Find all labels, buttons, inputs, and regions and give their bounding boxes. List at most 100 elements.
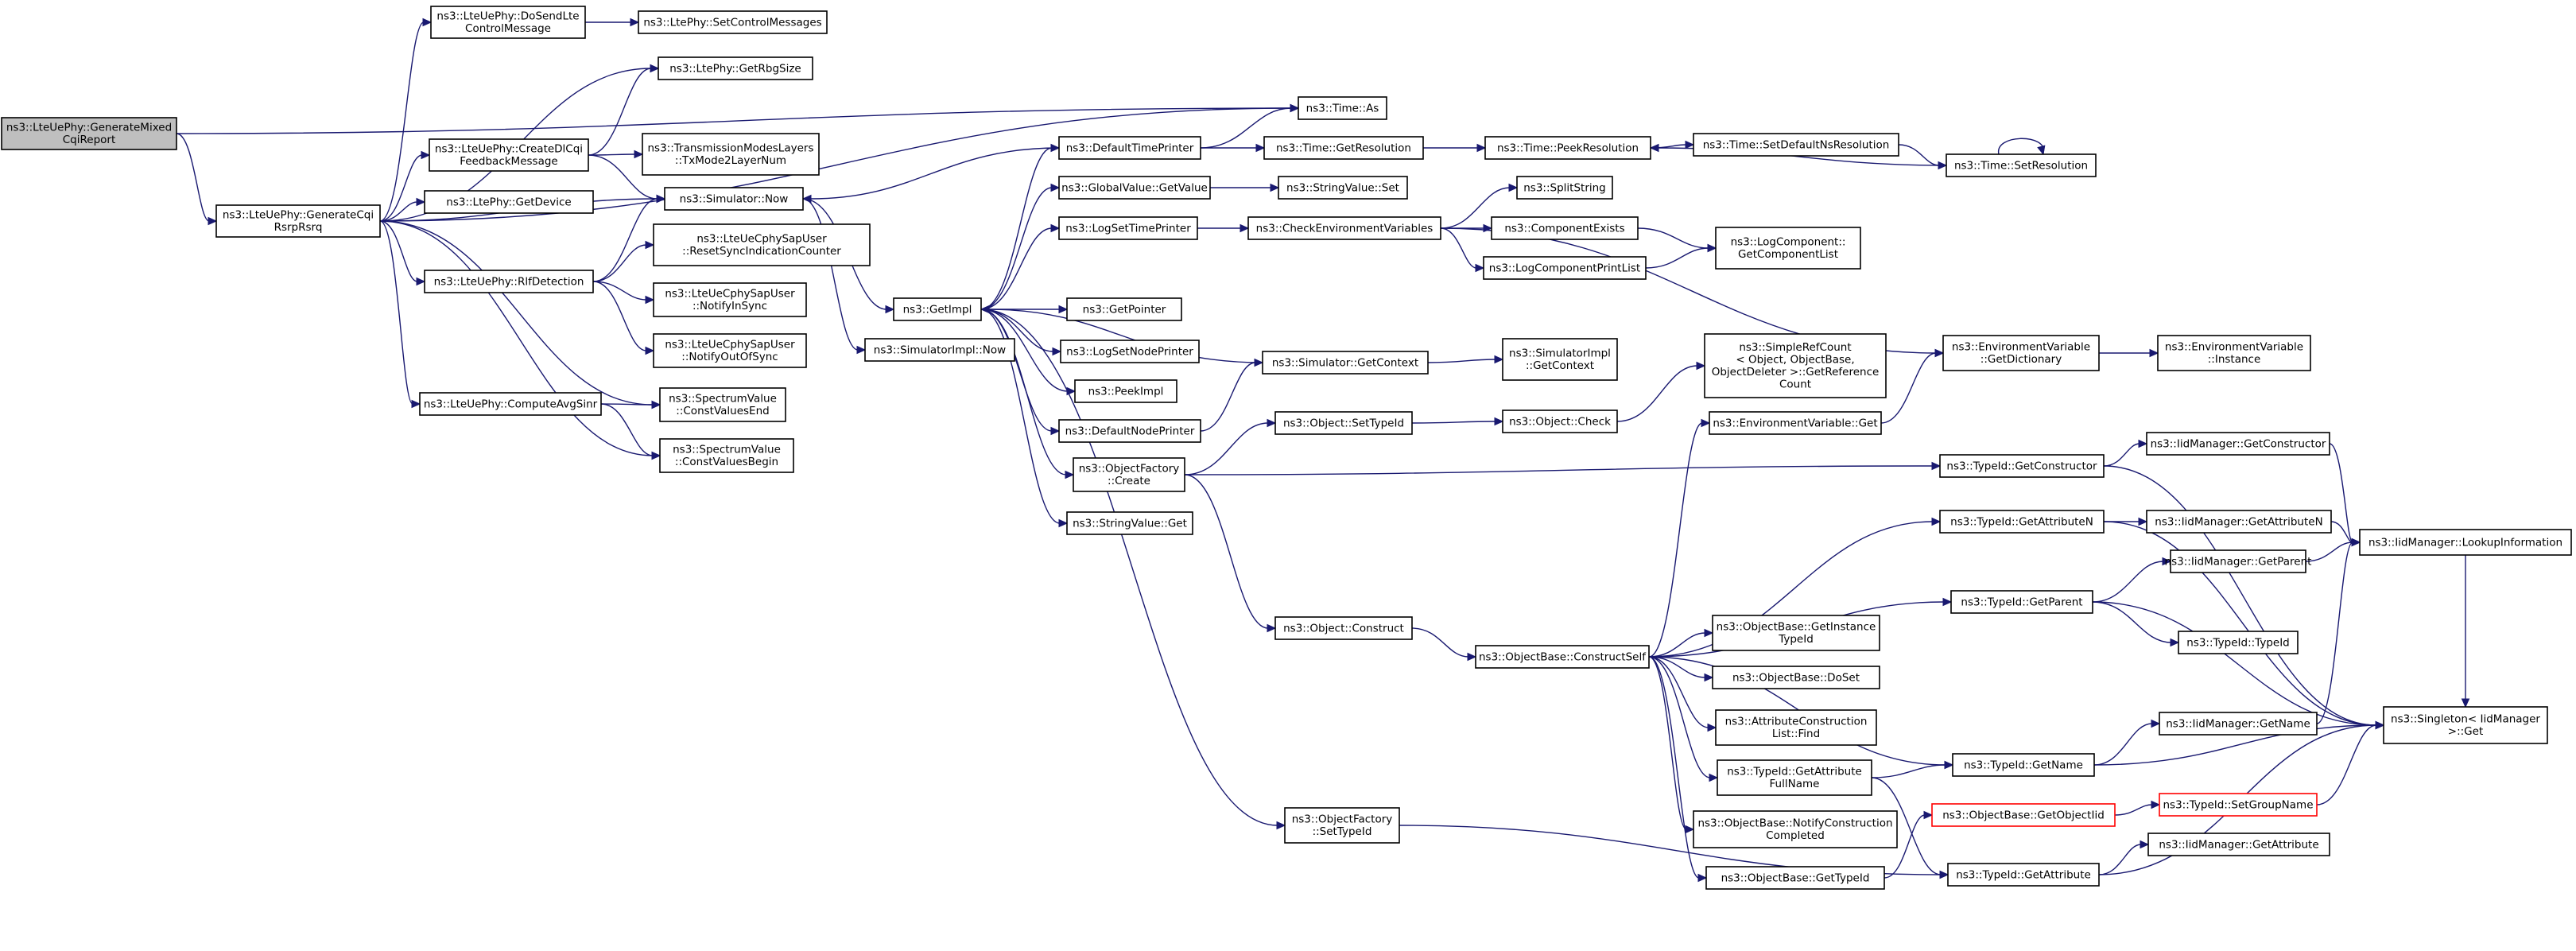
node-label-line: RsrpRsrq — [274, 221, 323, 234]
node-box — [1947, 863, 2100, 887]
call-graph-node-splitstr[interactable]: ns3::SplitString — [1516, 176, 1613, 200]
call-graph-node-objsettid[interactable]: ns3::Object::SetTypeId — [1274, 411, 1413, 435]
node-box — [659, 438, 794, 473]
node-box — [1074, 379, 1177, 403]
call-graph-node-ofcreate[interactable]: ns3::ObjectFactory::Create — [1073, 457, 1185, 492]
call-graph-node-logsetnode[interactable]: ns3::LogSetNodePrinter — [1060, 340, 1200, 363]
call-graph-node-envinst[interactable]: ns3::EnvironmentVariable::Instance — [2157, 335, 2311, 371]
call-graph-node-peekres[interactable]: ns3::Time::PeekResolution — [1484, 136, 1651, 160]
call-graph-node-simimplnow[interactable]: ns3::SimulatorImpl::Now — [864, 338, 1015, 362]
edge-arrowhead — [1240, 223, 1250, 233]
call-graph-node-rbg[interactable]: ns3::LtePhy::GetRbgSize — [658, 56, 813, 80]
call-graph-node-cvend[interactable]: ns3::SpectrumValue::ConstValuesEnd — [659, 387, 786, 422]
call-graph-node-compexists[interactable]: ns3::ComponentExists — [1491, 216, 1639, 240]
call-graph-node-checkenv[interactable]: ns3::CheckEnvironmentVariables — [1247, 216, 1441, 240]
node-box — [1274, 616, 1413, 640]
call-graph-node-avgsinr[interactable]: ns3::LteUePhy::ComputeAvgSinr — [419, 392, 602, 416]
call-graph-node-setdefns[interactable]: ns3::Time::SetDefaultNsResolution — [1693, 133, 1899, 157]
node-box — [2359, 529, 2572, 556]
edge-arrowhead — [645, 346, 655, 355]
call-graph-node-simgetctx[interactable]: ns3::Simulator::GetContext — [1262, 351, 1429, 375]
call-graph-node-obgettid[interactable]: ns3::ObjectBase::GetTypeId — [1705, 866, 1885, 890]
call-graph-node-txmode[interactable]: ns3::TransmissionModesLayers::TxMode2Lay… — [642, 133, 820, 176]
call-graph-node-iidgetattrn[interactable]: ns3::IidManager::GetAttributeN — [2146, 510, 2332, 534]
call-graph-node-ofsettid[interactable]: ns3::ObjectFactory::SetTypeId — [1284, 807, 1400, 844]
call-graph-node-simimplctx[interactable]: ns3::SimulatorImpl::GetContext — [1502, 338, 1618, 381]
call-graph-node-setres[interactable]: ns3::Time::SetResolution — [1946, 153, 2097, 177]
call-graph-node-objbasecs[interactable]: ns3::ObjectBase::ConstructSelf — [1475, 645, 1650, 669]
call-graph-node-tidgetattrn[interactable]: ns3::TypeId::GetAttributeN — [1939, 510, 2105, 534]
call-graph-node-simplerefcount[interactable]: ns3::SimpleRefCount< Object, ObjectBase,… — [1704, 333, 1887, 398]
call-graph-node-tidgetctor[interactable]: ns3::TypeId::GetConstructor — [1939, 454, 2105, 478]
call-graph-node-iidgetctor[interactable]: ns3::IidManager::GetConstructor — [2146, 432, 2330, 456]
node-label-line: ns3::LteUeCphySapUser — [665, 288, 795, 301]
call-graph-node-deftime[interactable]: ns3::DefaultTimePrinter — [1058, 136, 1201, 160]
call-graph-node-getdevice[interactable]: ns3::LtePhy::GetDevice — [424, 190, 594, 214]
call-graph-node-getres[interactable]: ns3::Time::GetResolution — [1263, 136, 1424, 160]
node-box — [1058, 176, 1211, 200]
call-graph-node-obgetoid[interactable]: ns3::ObjectBase::GetObjectIid — [1931, 803, 2116, 827]
call-graph-node-objconstruct[interactable]: ns3::Object::Construct — [1274, 616, 1413, 640]
call-graph-node-tidtid[interactable]: ns3::TypeId::TypeId — [2178, 631, 2299, 654]
call-graph-node-tidgetparent[interactable]: ns3::TypeId::GetParent — [1950, 590, 2093, 614]
call-graph-node-gvget[interactable]: ns3::GlobalValue::GetValue — [1058, 176, 1211, 200]
call-graph-node-logcomplist[interactable]: ns3::LogComponent::GetComponentList — [1715, 227, 1861, 270]
node-box — [1709, 411, 1882, 435]
call-graph-node-iidgetattr[interactable]: ns3::IidManager::GetAttribute — [2147, 833, 2330, 856]
call-graph-node-simnow[interactable]: ns3::Simulator::Now — [664, 187, 804, 211]
call-graph-node-logcompprint[interactable]: ns3::LogComponentPrintList — [1483, 256, 1647, 280]
edge-arrowhead — [411, 399, 421, 409]
node-label-line: ns3::Object::SetTypeId — [1283, 417, 1404, 429]
call-graph-node-insync[interactable]: ns3::LteUeCphySapUser::NotifyInSync — [653, 282, 807, 317]
node-box — [1946, 153, 2097, 177]
call-graph-node-outsync[interactable]: ns3::LteUeCphySapUser::NotifyOutOfSync — [653, 333, 807, 368]
edge-line — [592, 244, 647, 282]
edge-arrowhead — [1290, 103, 1300, 113]
edge-line — [1648, 656, 1709, 728]
node-label-line: ::ConstValuesEnd — [676, 405, 769, 417]
call-graph-node-rlf[interactable]: ns3::LteUePhy::RlfDetection — [424, 270, 594, 293]
call-graph-node-iidgetname[interactable]: ns3::IidManager::GetName — [2159, 712, 2318, 736]
call-graph-node-defnode[interactable]: ns3::DefaultNodePrinter — [1058, 419, 1201, 443]
call-graph-node-setctrl[interactable]: ns3::LtePhy::SetControlMessages — [638, 10, 828, 34]
node-label-line: >::Get — [2448, 725, 2483, 738]
call-graph-node-singleton[interactable]: ns3::Singleton< IidManager>::Get — [2383, 706, 2548, 744]
call-edge-ofcreate-to-objconstruct — [1184, 474, 1277, 633]
call-graph-node-envdict[interactable]: ns3::EnvironmentVariable::GetDictionary — [1942, 335, 2100, 371]
call-graph-node-objcheck[interactable]: ns3::Object::Check — [1502, 410, 1618, 433]
call-edge-getres-to-peekres — [1423, 143, 1487, 153]
call-graph-node-tidsetgroup[interactable]: ns3::TypeId::SetGroupName — [2159, 793, 2318, 817]
call-graph-node-dlcqi[interactable]: ns3::LteUePhy::CreateDlCqiFeedbackMessag… — [429, 138, 589, 172]
node-label-line: ns3::StringValue::Set — [1286, 181, 1399, 194]
node-label-line: ns3::LteUePhy::GenerateMixed — [6, 122, 172, 134]
node-box — [429, 138, 589, 172]
call-graph-node-resetsync[interactable]: ns3::LteUeCphySapUser::ResetSyncIndicati… — [653, 223, 871, 266]
call-graph-node-svget[interactable]: ns3::StringValue::Get — [1066, 511, 1193, 535]
call-graph-node-iidgetparent[interactable]: ns3::IidManager::GetParent — [2165, 549, 2312, 573]
call-graph-node-getimpl[interactable]: ns3::GetImpl — [893, 297, 982, 321]
edge-arrowhead — [2037, 145, 2046, 156]
node-box — [2157, 335, 2311, 371]
node-label-line: ns3::GetImpl — [903, 303, 972, 316]
node-box — [1717, 759, 1872, 796]
call-graph-node-tidgetname[interactable]: ns3::TypeId::GetName — [1952, 753, 2095, 777]
call-graph-node-iidlookup[interactable]: ns3::IidManager::LookupInformation — [2359, 529, 2572, 556]
call-graph-node-peekimpl[interactable]: ns3::PeekImpl — [1074, 379, 1177, 403]
call-graph-node-logsettime[interactable]: ns3::LogSetTimePrinter — [1058, 216, 1198, 240]
call-edge-objbasecs-to-obnotify — [1648, 656, 1695, 834]
call-graph-node-envget[interactable]: ns3::EnvironmentVariable::Get — [1709, 411, 1882, 435]
edge-arrowhead — [1494, 417, 1504, 426]
call-graph-node-svset[interactable]: ns3::StringValue::Set — [1278, 176, 1408, 200]
call-graph-node-cvbegin[interactable]: ns3::SpectrumValue::ConstValuesBegin — [659, 438, 794, 473]
call-graph-node-tidgetattr[interactable]: ns3::TypeId::GetAttribute — [1947, 863, 2100, 887]
call-graph-node-obnotify[interactable]: ns3::ObjectBase::NotifyConstructionCompl… — [1693, 810, 1898, 848]
call-graph-node-getpointer[interactable]: ns3::GetPointer — [1066, 297, 1182, 321]
call-graph-node-timeas[interactable]: ns3::Time::As — [1298, 96, 1387, 120]
call-graph-node-obdoset[interactable]: ns3::ObjectBase::DoSet — [1712, 666, 1880, 689]
